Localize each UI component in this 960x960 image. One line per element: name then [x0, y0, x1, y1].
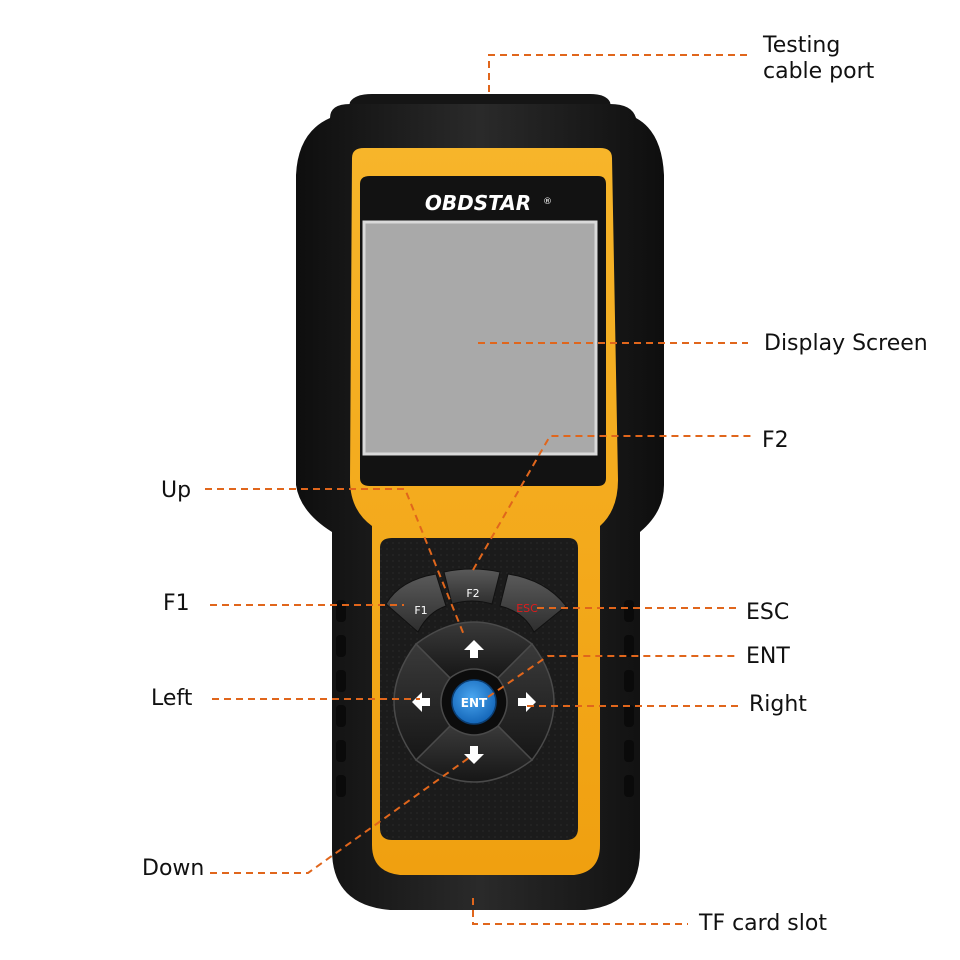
leader-tf-card-slot [472, 898, 688, 925]
callout-ent: ENT [746, 644, 790, 669]
leader-down [210, 756, 471, 874]
callout-testing-cable-port: Testing cable port [763, 33, 874, 85]
callout-display-screen: Display Screen [764, 331, 928, 356]
leader-testing-cable-port [488, 54, 752, 92]
brand-logo: OBDSTAR [425, 191, 531, 215]
left-arrow-icon [412, 692, 430, 712]
f2-key-label: F2 [466, 587, 479, 600]
callout-testing-cable-port-line2: cable port [763, 59, 875, 84]
leader-f2 [472, 435, 752, 571]
f1-key[interactable] [385, 573, 447, 633]
function-keys: F1 F2 ESC [385, 568, 567, 633]
esc-key[interactable] [499, 573, 567, 633]
callout-right: Right [749, 692, 807, 717]
leader-up [205, 488, 465, 636]
callout-left: Left [151, 686, 193, 711]
registered-mark-icon: ® [543, 197, 552, 207]
right-arrow-icon [518, 692, 536, 712]
down-arrow-icon [464, 746, 484, 764]
display-screen [362, 220, 598, 456]
up-arrow-icon [464, 640, 484, 658]
callout-f2: F2 [762, 428, 789, 453]
f2-key[interactable] [443, 568, 501, 605]
f1-key-label: F1 [414, 604, 427, 617]
directional-pad: ENT [393, 621, 555, 783]
esc-key-label: ESC [516, 602, 538, 615]
callout-testing-cable-port-line1: Testing [763, 33, 841, 58]
callout-tf-card-slot: TF card slot [699, 911, 827, 936]
leader-lines [205, 54, 752, 925]
callout-up: Up [161, 478, 192, 503]
scan-tool-device: OBDSTAR ® [296, 94, 664, 910]
callout-f1: F1 [163, 591, 190, 616]
leader-ent [487, 655, 737, 698]
ent-key-label: ENT [461, 696, 488, 710]
callout-esc: ESC [746, 600, 790, 625]
left-grip-ridges [336, 600, 346, 797]
ent-key[interactable] [451, 679, 497, 725]
right-grip-ridges [624, 600, 634, 797]
callout-down: Down [142, 856, 205, 881]
